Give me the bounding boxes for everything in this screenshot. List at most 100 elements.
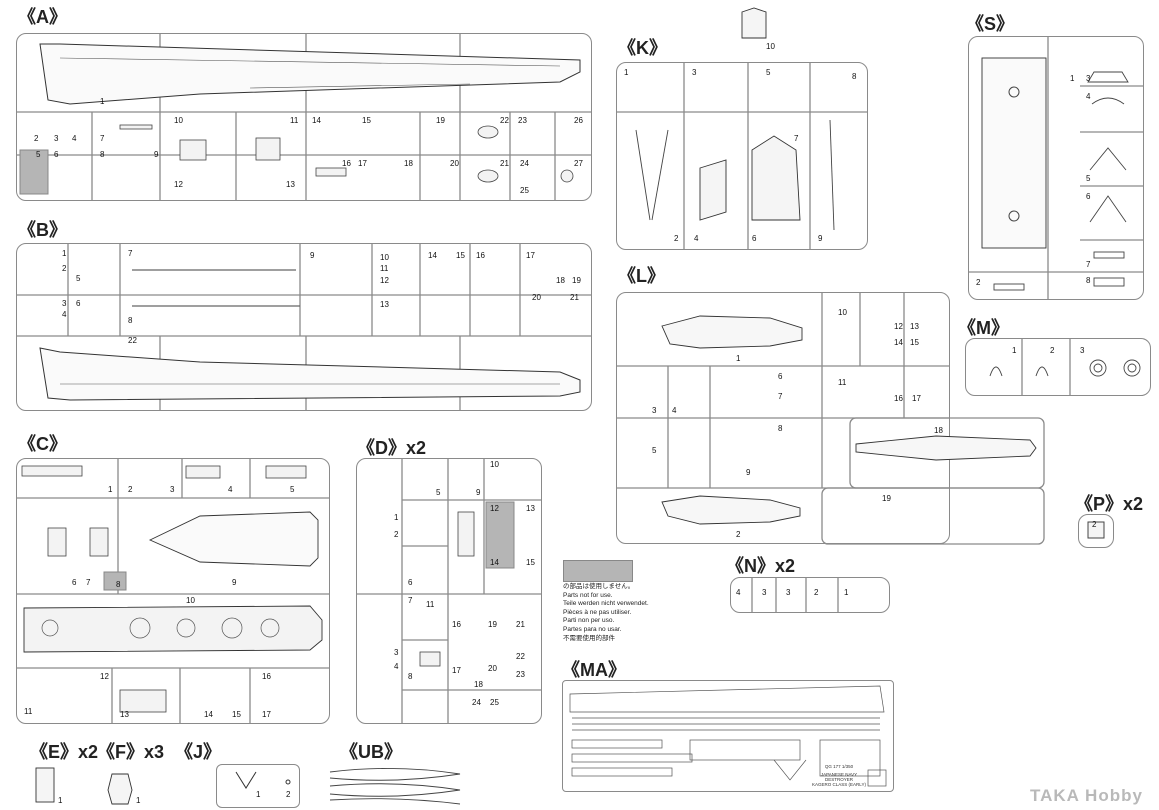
part-num: 13 [120,710,129,719]
part-num: 11 [838,378,847,387]
legend-line: Parts not for use. [563,591,613,599]
part-num: 2 [736,530,741,539]
part-num: 14 [312,116,321,125]
part-num: 8 [128,316,133,325]
part-num: 11 [24,707,33,716]
part-num: 20 [488,664,497,673]
part-num: 13 [286,180,295,189]
sprue-b-title: 《B》 [18,220,67,240]
part-num: 1 [844,588,849,597]
legend-line: 不需要使用的部件 [563,634,615,642]
part-num: 17 [452,666,461,675]
part-num: 8 [1086,276,1091,285]
part-num: 24 [472,698,481,707]
sprue-j-title: 《J》 [175,742,222,762]
part-num: 10 [766,42,775,51]
not-for-use-legend: の部品は使用しません。 Parts not for use. Teile wer… [563,583,649,643]
part-num: 10 [186,596,195,605]
part-num: 3 [62,299,67,308]
part-num: 5 [436,488,441,497]
part-num: 6 [752,234,757,243]
sprue-l-title: 《L》 [618,266,665,286]
sprue-a-title: 《A》 [18,7,67,27]
part-num: 13 [526,504,535,513]
sprue-n-frame [730,577,890,613]
part-num: 15 [362,116,371,125]
part-num: 3 [652,406,657,415]
part-num: 1 [256,790,261,799]
part-num: 19 [572,276,581,285]
part-num: 2 [62,264,67,273]
part-num: 7 [408,596,413,605]
part-num: 8 [116,580,121,589]
part-num: 7 [128,249,133,258]
part-num: 1 [1070,74,1075,83]
part-num: 23 [518,116,527,125]
sprue-n-title: 《N》x2 [726,556,796,576]
part-num: 16 [342,159,351,168]
part-num: 6 [778,372,783,381]
part-num: 5 [76,274,81,283]
part-num: 17 [262,710,271,719]
not-for-use-swatch [563,560,633,582]
part-num: 10 [490,460,499,469]
part-num: 5 [1086,174,1091,183]
part-num: 2 [814,588,819,597]
part-num: 18 [404,159,413,168]
part-num: 19 [882,494,891,503]
part-num: 6 [408,578,413,587]
sprue-k-title: 《K》 [618,38,667,58]
sprue-ma-frame [562,680,894,792]
part-num: 4 [72,134,77,143]
legend-line: Partes para no usar. [563,625,622,633]
part-num: 12 [490,504,499,513]
part-num: 3 [170,485,175,494]
part-num: 5 [766,68,771,77]
part-num: 27 [574,159,583,168]
legend-line: Pièces à ne pas utiliser. [563,608,632,616]
part-num: 16 [452,620,461,629]
part-num: 3 [394,648,399,657]
part-num: 16 [262,672,271,681]
sprue-s-title: 《S》 [966,14,1015,34]
part-num: 13 [380,300,389,309]
part-num: 9 [746,468,751,477]
part-num: 7 [100,134,105,143]
part-num: 21 [500,159,509,168]
part-num: 17 [526,251,535,260]
part-num: 18 [474,680,483,689]
part-num: 15 [526,558,535,567]
etch-scale-text: 1/350 [841,764,854,769]
part-num: 19 [436,116,445,125]
part-num: 8 [852,72,857,81]
sprue-e-title: 《E》x2 [30,742,99,762]
part-num: 3 [692,68,697,77]
part-num: 4 [672,406,677,415]
part-num: 5 [290,485,295,494]
part-num: 19 [488,620,497,629]
part-num: 22 [500,116,509,125]
part-num: 6 [76,299,81,308]
part-num: 25 [490,698,499,707]
part-num: 18 [934,426,943,435]
sprue-f-title: 《F》x3 [97,742,165,762]
sprue-ub-title: 《UB》 [340,742,402,762]
part-num: 1 [100,97,105,106]
part-num: 2 [674,234,679,243]
part-num: 12 [174,180,183,189]
part-num: 2 [976,278,981,287]
part-num: 8 [778,424,783,433]
sprue-c-title: 《C》 [18,434,67,454]
part-num: 5 [36,150,41,159]
sprue-j-frame [216,764,300,808]
sprue-p-title: 《P》x2 [1075,494,1144,514]
part-num: 2 [34,134,39,143]
part-num: 9 [154,150,159,159]
part-num: 26 [574,116,583,125]
part-num: 9 [476,488,481,497]
part-num: 12 [380,276,389,285]
part-num: 9 [818,234,823,243]
part-num: 15 [910,338,919,347]
part-num: 8 [100,150,105,159]
part-num: 5 [652,446,657,455]
